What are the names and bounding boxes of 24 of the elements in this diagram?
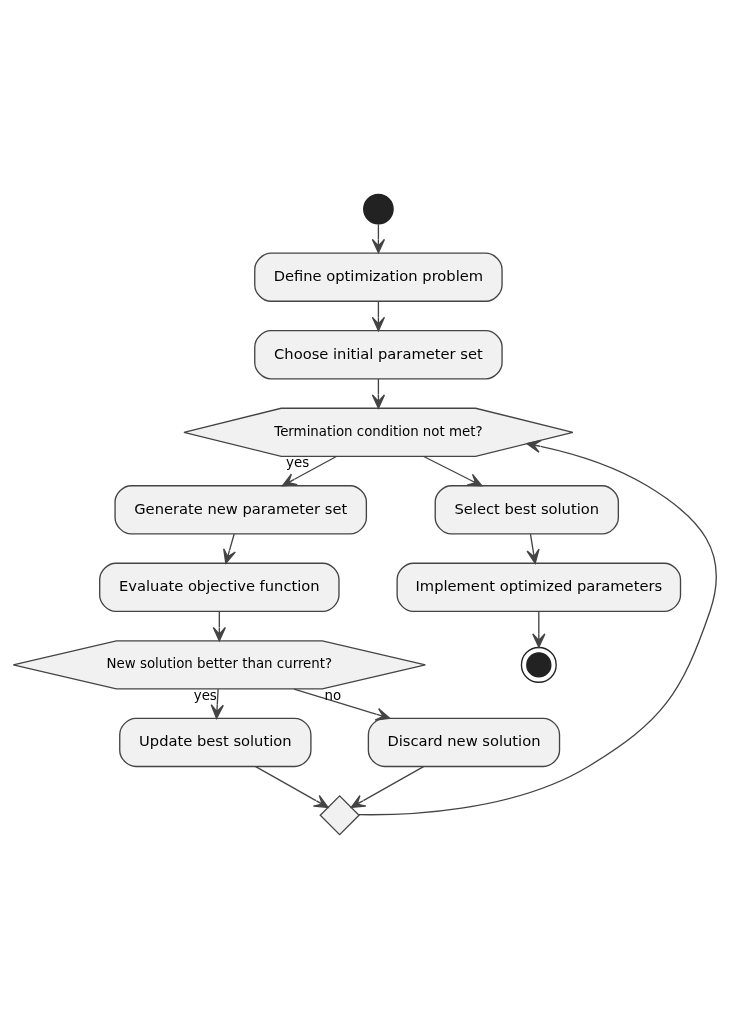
node-box: Generate new parameter set [114,484,368,535]
node-diamond [319,794,360,836]
node-box: Update best solution [119,717,312,767]
arrow [350,765,425,808]
arrow [281,455,337,486]
arrow [532,610,546,648]
node-box: Choose initial parameter set [254,329,503,379]
arrow [293,687,391,721]
arrow [423,455,483,486]
node-box: Discard new solution [367,717,561,767]
edge-label: yes [193,687,217,703]
node-box: Define optimization problem [254,252,503,302]
node-circle [363,193,394,224]
arrow [210,687,224,719]
node-box: Implement optimized parameters [396,562,682,612]
arrow [526,532,540,564]
arrow [223,532,236,564]
arrow [255,765,329,808]
edge-label: yes [286,454,310,470]
node-box: Evaluate objective function [99,562,340,612]
node-circle [520,646,557,683]
arrow [358,439,717,815]
node-box: Select best solution [434,484,620,535]
edge-label: no [324,687,342,703]
